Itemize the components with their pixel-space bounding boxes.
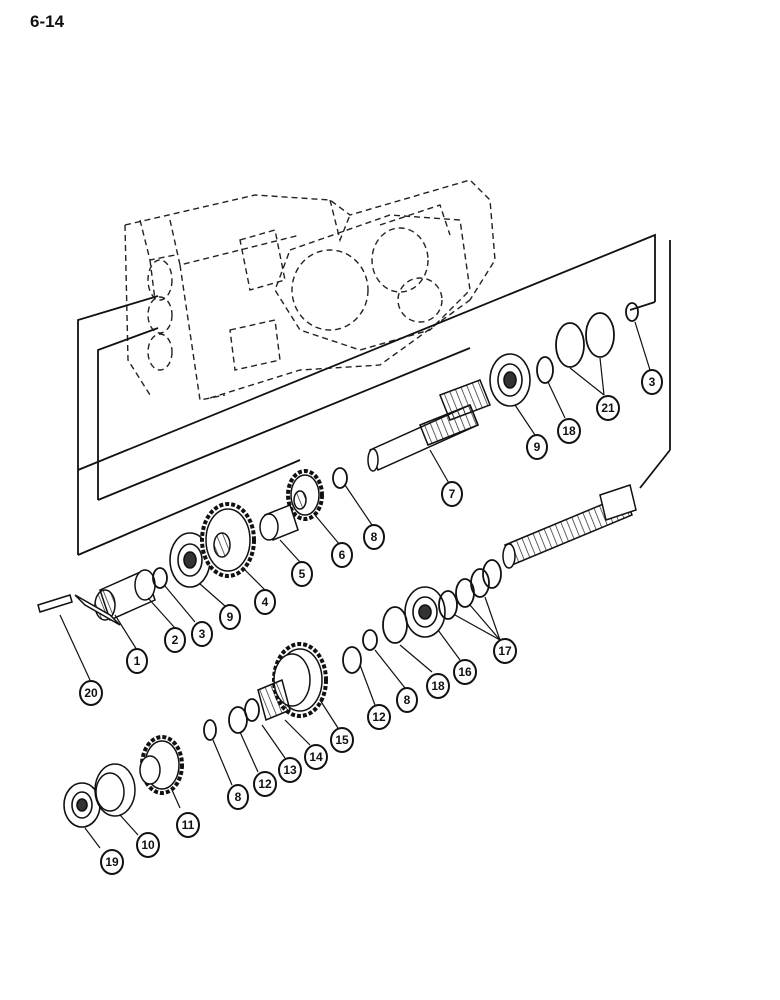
callout-7: 7 — [441, 481, 463, 507]
svg-text:14: 14 — [309, 750, 323, 764]
callout-21: 21 — [596, 395, 620, 421]
callout-16: 16 — [453, 659, 477, 685]
svg-text:2: 2 — [172, 633, 179, 647]
svg-text:8: 8 — [404, 693, 411, 707]
svg-text:18: 18 — [562, 424, 576, 438]
callout-8-upper: 8 — [363, 524, 385, 550]
callout-4: 4 — [254, 589, 276, 615]
svg-text:17: 17 — [498, 644, 512, 658]
bearing-19 — [63, 782, 101, 828]
svg-text:19: 19 — [105, 855, 119, 869]
callout-13: 13 — [278, 757, 302, 783]
svg-text:4: 4 — [262, 595, 269, 609]
callout-9-upper: 9 — [526, 434, 548, 460]
gear-6 — [286, 469, 324, 521]
callout-5: 5 — [291, 561, 313, 587]
input-shaft — [367, 379, 491, 472]
callout-15: 15 — [330, 727, 354, 753]
svg-text:3: 3 — [199, 627, 206, 641]
svg-text:11: 11 — [182, 818, 195, 832]
collar-10 — [94, 763, 136, 817]
svg-text:1: 1 — [134, 654, 141, 668]
svg-text:20: 20 — [84, 686, 98, 700]
bearing-9-upper — [489, 353, 531, 407]
callout-18-upper: 18 — [557, 418, 581, 444]
splined-shaft — [502, 484, 637, 569]
callout-18-lower: 18 — [426, 673, 450, 699]
callout-12-left: 12 — [253, 771, 277, 797]
callout-6: 6 — [331, 542, 353, 568]
svg-text:15: 15 — [335, 733, 349, 747]
bearing-16 — [404, 586, 446, 638]
svg-text:6: 6 — [339, 548, 346, 562]
gear-4 — [200, 502, 256, 578]
svg-text:9: 9 — [534, 440, 541, 454]
bearing-9-lower — [169, 532, 211, 588]
svg-text:16: 16 — [458, 665, 472, 679]
svg-text:10: 10 — [141, 838, 155, 852]
svg-text:3: 3 — [649, 375, 656, 389]
svg-text:18: 18 — [431, 679, 445, 693]
callout-14: 14 — [304, 744, 328, 770]
svg-text:21: 21 — [601, 401, 615, 415]
callout-1: 1 — [126, 648, 148, 674]
page-number: 6-14 — [30, 12, 65, 31]
svg-text:9: 9 — [227, 610, 234, 624]
callout-8-middle: 8 — [396, 687, 418, 713]
callout-11: 11 — [176, 812, 200, 838]
svg-text:8: 8 — [371, 530, 378, 544]
svg-text:12: 12 — [372, 710, 386, 724]
callout-19: 19 — [100, 849, 124, 875]
sleeve-5 — [259, 504, 299, 541]
reference-lines — [77, 233, 671, 556]
gear-11 — [139, 735, 184, 795]
rings — [152, 302, 639, 741]
svg-text:5: 5 — [299, 567, 306, 581]
callout-3-lower: 3 — [191, 621, 213, 647]
callout-20: 20 — [79, 680, 103, 706]
svg-text:13: 13 — [283, 763, 297, 777]
callout-3-upper: 3 — [641, 369, 663, 395]
svg-text:12: 12 — [258, 777, 272, 791]
callout-8-lower: 8 — [227, 784, 249, 810]
leader-lines — [59, 321, 651, 849]
callouts: 1 2 3 3 4 5 6 7 8 8 8 9 9 10 11 12 12 13… — [79, 369, 663, 875]
svg-text:7: 7 — [449, 487, 456, 501]
transmission-housing — [124, 179, 496, 401]
callout-17: 17 — [493, 638, 517, 664]
callout-2: 2 — [164, 627, 186, 653]
plate-20 — [37, 594, 121, 626]
callout-10: 10 — [136, 832, 160, 858]
callout-12-right: 12 — [367, 704, 391, 730]
svg-text:8: 8 — [235, 790, 242, 804]
callout-9-lower: 9 — [219, 604, 241, 630]
roller-bearing-14 — [257, 678, 291, 722]
